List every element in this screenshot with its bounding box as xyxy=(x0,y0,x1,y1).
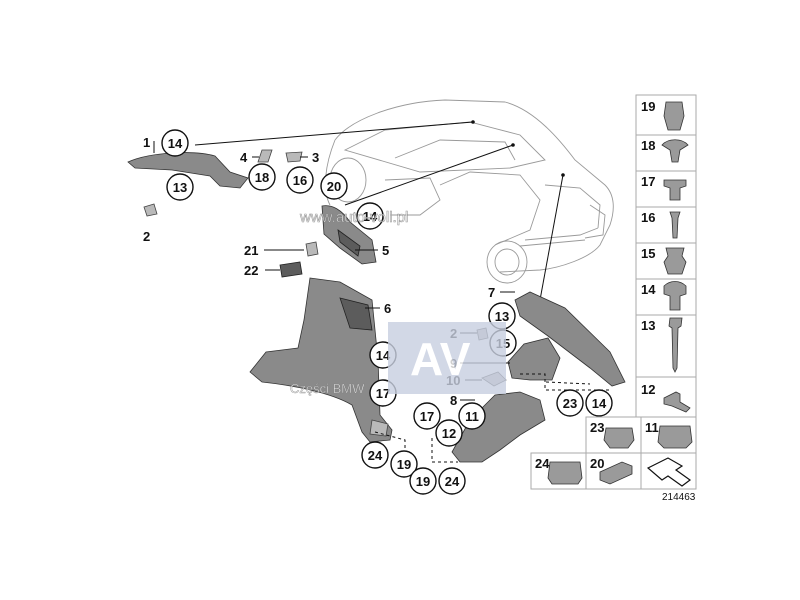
leader-car-2 xyxy=(344,144,514,206)
bracket-part-3 xyxy=(285,151,303,163)
car-outline xyxy=(325,99,614,284)
legend-13: 13 xyxy=(641,318,655,333)
svg-text:23: 23 xyxy=(563,396,577,411)
label-21: 21 xyxy=(244,243,258,258)
watermark: AV www.auto-voll.pl Części BMW xyxy=(290,209,506,396)
legend-19: 19 xyxy=(641,99,655,114)
nut-icon-14 xyxy=(663,281,687,311)
callout-17-center: 17 xyxy=(413,402,441,430)
watermark-box xyxy=(388,322,506,394)
label-1: 1 xyxy=(143,135,150,150)
clip-icon-18 xyxy=(661,139,689,163)
svg-text:14: 14 xyxy=(376,348,391,363)
fastener-legend: 19 18 17 16 15 14 13 12 23 11 24 20 xyxy=(530,94,697,490)
label-8: 8 xyxy=(450,393,457,408)
callout-13-left: 13 xyxy=(166,173,194,201)
svg-text:12: 12 xyxy=(442,426,456,441)
svg-text:11: 11 xyxy=(465,409,479,424)
clip-part-2 xyxy=(143,203,158,217)
watermark-logo: AV xyxy=(410,333,471,385)
bracket-icon-12 xyxy=(663,391,691,413)
callout-14-right: 14 xyxy=(585,389,613,417)
svg-text:19: 19 xyxy=(397,457,411,472)
callout-11: 11 xyxy=(458,402,486,430)
callout-12: 12 xyxy=(435,419,463,447)
bracket-part-4 xyxy=(257,149,273,163)
legend-20: 20 xyxy=(590,456,604,471)
grommet-icon-23 xyxy=(603,427,635,449)
svg-text:13: 13 xyxy=(173,180,187,195)
legend-15: 15 xyxy=(641,246,655,261)
pillar-cover-part-5 xyxy=(321,205,377,265)
svg-text:17: 17 xyxy=(420,409,434,424)
callout-16: 16 xyxy=(286,166,314,194)
arrow-icon xyxy=(646,457,692,487)
clip-icon-20 xyxy=(599,461,633,485)
svg-text:24: 24 xyxy=(368,448,383,463)
legend-11: 11 xyxy=(645,420,659,435)
label-7: 7 xyxy=(488,285,495,300)
label-6: 6 xyxy=(384,301,391,316)
label-2: 2 xyxy=(143,229,150,244)
legend-18: 18 xyxy=(641,138,655,153)
legend-17: 17 xyxy=(641,174,655,189)
callout-24-left: 24 xyxy=(361,441,389,469)
clip-icon-17 xyxy=(663,179,687,201)
svg-text:24: 24 xyxy=(445,474,460,489)
callout-14-top: 14 xyxy=(161,129,189,157)
dash-connector-2 xyxy=(431,438,458,463)
svg-text:17: 17 xyxy=(376,386,390,401)
svg-text:13: 13 xyxy=(495,309,509,324)
dash-connector-3 xyxy=(520,373,610,391)
legend-14: 14 xyxy=(641,282,656,297)
rivet-icon-16 xyxy=(669,211,681,239)
watermark-brand: Części BMW xyxy=(290,381,365,396)
trim-part-8 xyxy=(451,391,546,463)
trim-part-9 xyxy=(507,337,561,381)
callout-18: 18 xyxy=(248,163,276,191)
legend-12: 12 xyxy=(641,382,655,397)
label-4: 4 xyxy=(240,150,248,165)
svg-text:19: 19 xyxy=(416,474,430,489)
leader-car-1 xyxy=(194,121,474,146)
label-22: 22 xyxy=(244,263,258,278)
leader-car-3 xyxy=(539,174,564,301)
callout-23: 23 xyxy=(556,389,584,417)
callout-24-center: 24 xyxy=(438,467,466,495)
legend-16: 16 xyxy=(641,210,655,225)
svg-text:14: 14 xyxy=(592,396,607,411)
svg-text:16: 16 xyxy=(293,173,307,188)
nut-icon-24 xyxy=(547,461,583,485)
dash-connector-4 xyxy=(545,381,591,385)
svg-text:18: 18 xyxy=(255,170,269,185)
svg-text:14: 14 xyxy=(168,136,183,151)
vent-part-22 xyxy=(279,261,303,278)
svg-text:14: 14 xyxy=(363,209,378,224)
watermark-site: www.auto-voll.pl xyxy=(299,209,408,226)
trim-part-1 xyxy=(127,152,249,189)
clip-icon-19 xyxy=(663,101,685,131)
callout-19-center: 19 xyxy=(409,467,437,495)
callout-19-left: 19 xyxy=(390,450,418,478)
legend-23: 23 xyxy=(590,420,604,435)
label-5: 5 xyxy=(382,243,389,258)
dash-connector-1 xyxy=(374,431,406,452)
legend-24: 24 xyxy=(535,456,550,471)
callout-14-mid: 14 xyxy=(356,202,384,230)
nut-icon-11 xyxy=(657,425,693,449)
clip-part-21 xyxy=(305,241,319,257)
c-pillar-part-7 xyxy=(514,291,626,387)
diagram-id: 214463 xyxy=(662,492,696,503)
svg-text:20: 20 xyxy=(327,179,341,194)
callout-20: 20 xyxy=(320,172,348,200)
label-3: 3 xyxy=(312,150,319,165)
grommet-icon-15 xyxy=(663,247,687,275)
screw-icon-13 xyxy=(668,317,683,373)
circled-callouts: 14 13 18 16 20 14 13 15 14 17 24 19 17 1… xyxy=(161,129,613,495)
